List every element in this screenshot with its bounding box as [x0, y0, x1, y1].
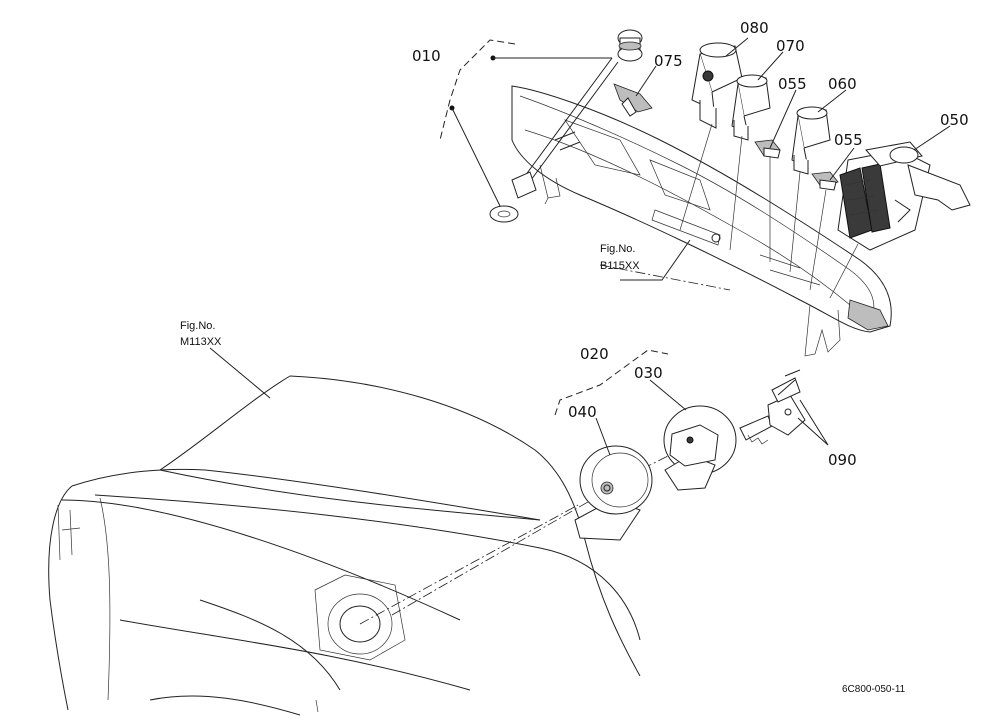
part-040-housing — [574, 445, 653, 541]
part-055-cap-upper — [754, 139, 781, 159]
part-030-cylinder — [663, 405, 737, 491]
bracket-panel — [511, 85, 892, 357]
drawing-code: 6C800-050-11 — [842, 684, 906, 695]
label-020: 020 — [580, 345, 609, 363]
hood-outline — [48, 375, 641, 716]
label-070: 070 — [776, 37, 805, 55]
group-bracket-010 — [439, 39, 612, 207]
part-075-clip — [613, 83, 653, 117]
leader-lines — [209, 37, 951, 456]
label-075: 075 — [654, 52, 683, 70]
label-080: 080 — [740, 19, 769, 37]
label-040: 040 — [568, 403, 597, 421]
figure-reference-m113: Fig.No. M113XX — [180, 320, 222, 348]
label-090: 090 — [828, 451, 857, 469]
label-050: 050 — [940, 111, 969, 129]
fig-ref-m113-line1: Fig.No. — [180, 320, 215, 332]
label-010: 010 — [412, 47, 441, 65]
fig-ref-b115-line1: Fig.No. — [600, 243, 635, 255]
part-labels: 010 075 080 070 055 060 055 050 020 030 … — [412, 19, 969, 469]
label-055-upper: 055 — [778, 75, 807, 93]
figure-reference-b115: Fig.No. B115XX — [600, 243, 640, 272]
part-060-switch — [791, 106, 831, 175]
group-bracket-020 — [554, 349, 669, 416]
label-060: 060 — [828, 75, 857, 93]
part-050-keyswitch — [837, 141, 971, 251]
part-010-rod — [489, 29, 643, 223]
part-055-cap-lower — [811, 171, 839, 191]
part-070-switch — [731, 74, 771, 141]
label-030: 030 — [634, 364, 663, 382]
label-055-lower: 055 — [834, 131, 863, 149]
fig-ref-m113-line2: M113XX — [180, 336, 222, 348]
fig-ref-b115-line2: B115XX — [600, 260, 640, 272]
part-090-keys — [739, 369, 806, 445]
part-080-switch — [691, 42, 743, 129]
